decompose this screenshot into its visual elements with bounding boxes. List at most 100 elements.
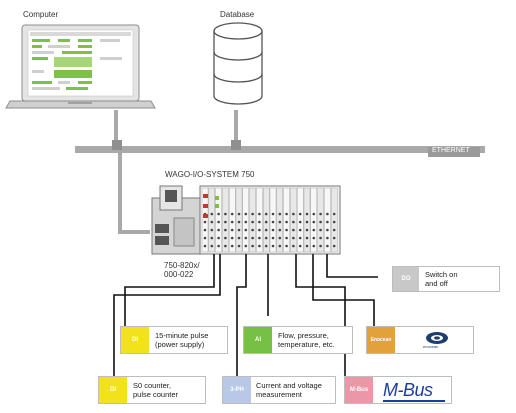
io-terminal-dot: [298, 236, 302, 240]
io-terminal-dot: [217, 220, 220, 224]
io-terminal-dot: [326, 228, 329, 232]
io-module-slice: [249, 187, 256, 253]
io-terminal-dot: [332, 220, 336, 224]
io-terminal-dot: [244, 228, 248, 232]
module-tag-3ph: 3-PH: [223, 377, 251, 403]
mbus-logo-text: M-Bus: [383, 380, 433, 400]
io-terminal-dot: [230, 236, 234, 240]
io-terminal-dot: [292, 212, 295, 216]
module-tag-ai: Al: [244, 327, 272, 353]
io-terminal-dot: [244, 220, 248, 224]
ethernet-bus: [75, 146, 485, 153]
io-terminal-dot: [305, 236, 309, 240]
io-terminal-dot: [285, 212, 288, 216]
module-tag-do: DO: [393, 267, 419, 291]
io-terminal-dot: [210, 212, 214, 216]
module-tag-dl-15min: Dl: [121, 327, 149, 353]
io-terminal-dot: [224, 228, 227, 232]
module-box-ai: Al Flow, pressure, temperature, etc.: [243, 326, 353, 354]
io-terminal-dot: [278, 220, 282, 224]
io-terminal-dot: [251, 220, 254, 224]
module-box-enocean: Enocean enocean: [366, 326, 474, 354]
io-terminal-dot: [264, 220, 268, 224]
io-terminal-dot: [271, 212, 275, 216]
io-terminal-dot: [332, 228, 336, 232]
io-terminal-dot: [217, 228, 220, 232]
module-text-ai: Flow, pressure, temperature, etc.: [278, 331, 335, 349]
io-terminal-dot: [312, 220, 316, 224]
io-terminal-dot: [237, 212, 241, 216]
io-terminal-dot: [258, 220, 261, 224]
io-terminal-dot: [271, 236, 275, 240]
io-terminal-dot: [298, 212, 302, 216]
io-terminal-dot: [210, 236, 214, 240]
io-module-slice: [269, 187, 277, 253]
computer-label: Computer: [23, 10, 59, 19]
io-terminal-dot: [278, 212, 282, 216]
io-terminal-dot: [251, 244, 254, 248]
io-terminal-dot: [278, 244, 282, 248]
io-terminal-dot: [312, 236, 316, 240]
io-module-slice: [256, 187, 263, 253]
module-text-dl-15min: 15-minute pulse (power supply): [155, 331, 209, 349]
io-module-slice: [215, 187, 222, 253]
io-terminal-dot: [244, 236, 248, 240]
io-terminal-dot: [305, 212, 309, 216]
io-terminal-dot: [271, 244, 275, 248]
io-module-slice: [235, 187, 243, 253]
io-terminal-dot: [224, 212, 227, 216]
enocean-logo-icon: [426, 332, 448, 344]
io-terminal-dot: [224, 236, 227, 240]
wire-dl-pulse: [113, 254, 221, 376]
io-terminal-dot: [258, 244, 261, 248]
io-module-slice: [290, 187, 297, 253]
io-module-slice: [324, 187, 331, 253]
io-module-slice: [303, 187, 311, 253]
io-terminal-dot: [264, 228, 268, 232]
database-icon: [213, 22, 263, 105]
io-terminal-dot: [230, 244, 234, 248]
system-title: WAGO-I/O-SYSTEM 750: [165, 170, 255, 179]
io-terminal-dot: [203, 228, 207, 232]
io-terminal-dot: [326, 220, 329, 224]
computer-icon: [5, 24, 156, 109]
io-terminal-dot: [312, 244, 316, 248]
io-module-slice: [331, 187, 338, 253]
io-terminal-dot: [285, 236, 288, 240]
database-connector: [231, 140, 241, 150]
io-terminal-dot: [285, 220, 288, 224]
io-terminal-dot: [251, 228, 254, 232]
io-terminal-dot: [292, 244, 295, 248]
io-terminal-dot: [224, 244, 227, 248]
io-terminal-dot: [298, 244, 302, 248]
io-terminal-dot: [210, 220, 214, 224]
io-terminal-dot: [258, 228, 261, 232]
io-terminal-dot: [237, 236, 241, 240]
module-text-enocean: enocean: [423, 344, 439, 349]
io-terminal-dot: [271, 220, 275, 224]
module-box-3ph: 3-PH Current and voltage measurement: [222, 376, 336, 404]
io-terminal-dot: [251, 212, 254, 216]
io-module-slice: [228, 187, 236, 253]
io-terminal-dot: [312, 228, 316, 232]
io-terminal-dot: [298, 228, 302, 232]
module-box-mbus: M-Bus M-Bus: [344, 376, 452, 404]
io-terminal-dot: [237, 244, 241, 248]
io-terminal-dot: [292, 220, 295, 224]
io-terminal-dot: [305, 244, 309, 248]
module-text-dl-counter: S0 counter, pulse counter: [133, 381, 179, 399]
io-terminal-dot: [264, 212, 268, 216]
io-terminal-dot: [326, 244, 329, 248]
io-terminal-dot: [230, 212, 234, 216]
io-terminal-dot: [230, 220, 234, 224]
io-module-slice: [201, 187, 209, 253]
io-terminal-dot: [319, 228, 322, 232]
io-terminal-dot: [210, 244, 214, 248]
io-module-slice: [263, 187, 270, 253]
io-terminal-dot: [278, 236, 282, 240]
io-terminal-dot: [230, 228, 234, 232]
io-terminal-dot: [271, 228, 275, 232]
module-tag-mbus: M-Bus: [345, 377, 373, 403]
io-terminal-dot: [264, 236, 268, 240]
database-label: Database: [220, 10, 255, 19]
